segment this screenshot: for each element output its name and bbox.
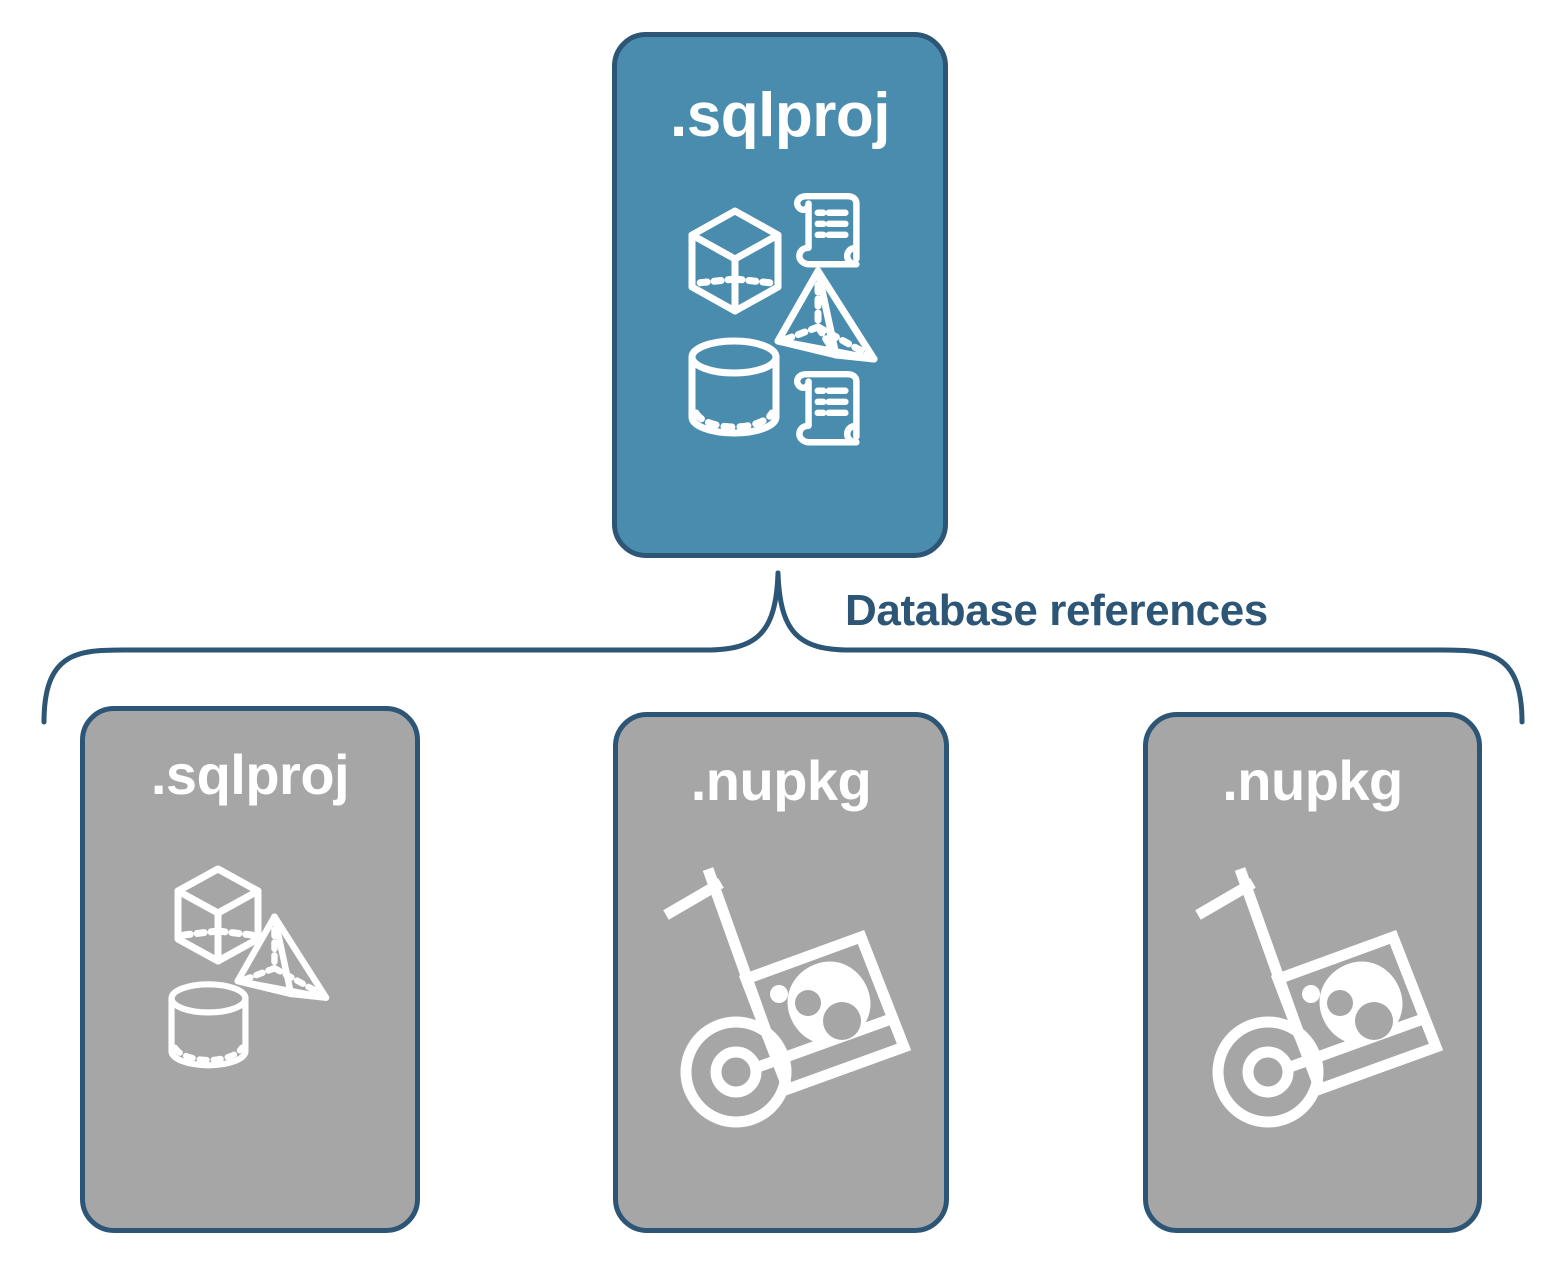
- pyramid-icon: [234, 913, 330, 1001]
- node-reference-artwork: [85, 851, 415, 1081]
- pyramid-icon: [774, 267, 878, 363]
- node-reference-label: .sqlproj: [150, 743, 350, 806]
- node-reference-artwork: [618, 867, 944, 1137]
- node-reference-nupkg[interactable]: .nupkg: [613, 712, 949, 1233]
- cylinder-icon: [168, 981, 249, 1069]
- node-reference-sqlproj[interactable]: .sqlproj: [80, 706, 420, 1233]
- connector-label: Database references: [845, 586, 1268, 635]
- node-root-label: .sqlproj: [670, 81, 890, 150]
- node-reference-label: .nupkg: [690, 749, 872, 812]
- node-reference-nupkg[interactable]: .nupkg: [1143, 712, 1482, 1233]
- cube-icon: [174, 865, 262, 965]
- node-reference-label: .nupkg: [1222, 749, 1403, 812]
- cube-icon: [688, 207, 782, 315]
- scroll-icon: [794, 370, 860, 446]
- scroll-icon: [794, 192, 860, 268]
- node-reference-artwork: [1148, 867, 1477, 1137]
- hand-truck-package-icon: [663, 867, 912, 1128]
- cylinder-icon: [688, 337, 780, 437]
- node-root-artwork: [617, 187, 943, 457]
- hand-truck-package-icon: [1194, 867, 1443, 1128]
- node-root-sqlproj[interactable]: .sqlproj: [612, 32, 948, 558]
